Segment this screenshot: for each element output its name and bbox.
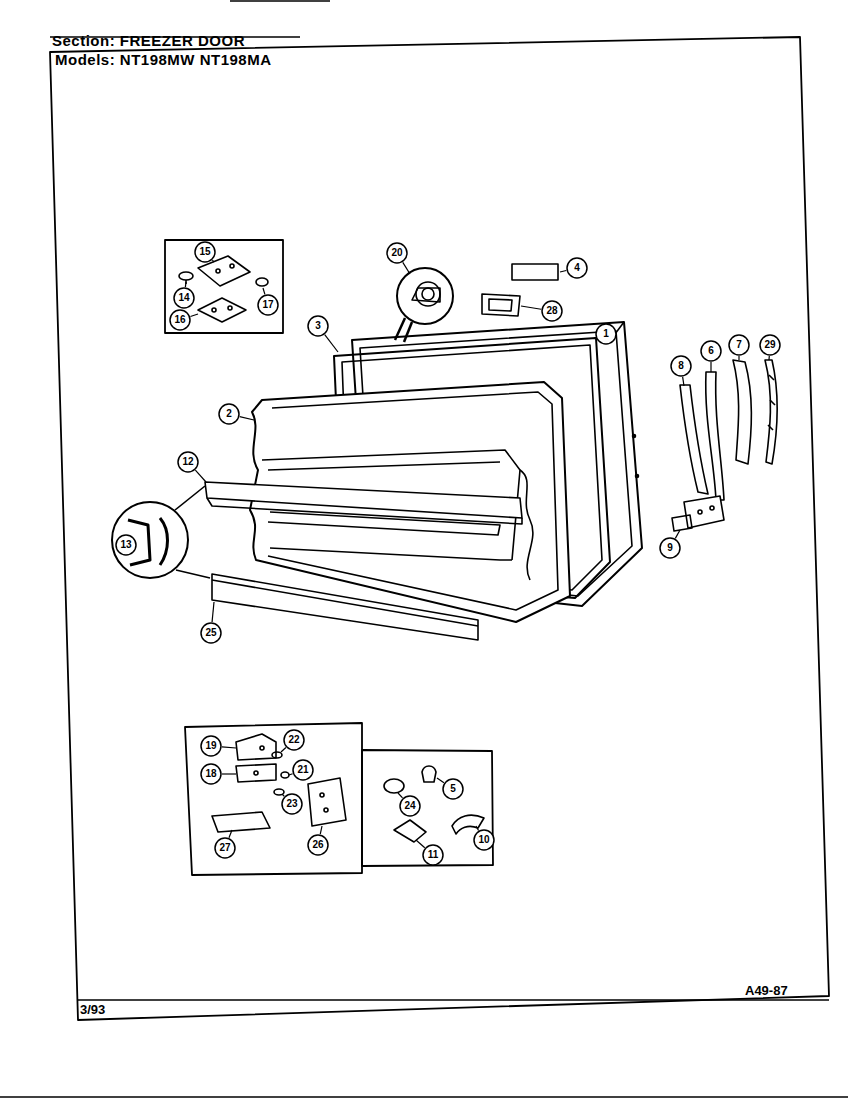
knob-detail <box>395 268 453 342</box>
leader-line <box>212 602 214 622</box>
leader-line <box>222 747 236 748</box>
lower-rail <box>212 574 478 640</box>
leader-line <box>195 470 206 482</box>
callout-number: 5 <box>440 782 466 796</box>
leader-line <box>229 830 232 838</box>
callout-number: 17 <box>255 298 281 312</box>
callout-number: 14 <box>171 291 197 305</box>
leader-line <box>521 306 541 309</box>
drawing-code: A49-87 <box>745 983 788 999</box>
callout-number: 6 <box>698 344 724 358</box>
callout-number: 23 <box>279 797 305 811</box>
callout-number: 29 <box>757 338 783 352</box>
leader-line <box>416 840 425 848</box>
leader-line <box>403 262 410 274</box>
callout-number: 7 <box>726 338 752 352</box>
leader-line <box>289 774 293 775</box>
callout-number: 20 <box>384 246 410 260</box>
callout-number: 12 <box>175 455 201 469</box>
callout-number: 24 <box>397 799 423 813</box>
leader-line <box>768 356 769 360</box>
leader-line <box>281 747 286 752</box>
callout-number: 15 <box>192 245 218 259</box>
frame <box>50 37 829 1020</box>
leader-line <box>282 794 284 796</box>
page-rule <box>0 1096 848 1098</box>
leader-line <box>190 314 198 317</box>
callout-number: 11 <box>420 848 446 862</box>
leader-line <box>398 793 403 798</box>
leader-line <box>240 417 254 420</box>
callout-number: 28 <box>539 304 565 318</box>
callout-number: 3 <box>305 319 331 333</box>
leader-line <box>325 335 338 352</box>
callout-number: 26 <box>305 838 331 852</box>
leader-line <box>594 337 596 339</box>
drawing-code: 3/93 <box>80 1002 105 1018</box>
callout-number: 13 <box>113 538 139 552</box>
model-list: Models: NT198MW NT198MA <box>55 51 272 69</box>
callout-number: 1 <box>593 327 619 341</box>
leader-line <box>560 271 566 272</box>
nameplate <box>482 294 520 316</box>
frame-rule <box>78 999 829 1001</box>
leader-line <box>437 778 444 783</box>
callout-number: 10 <box>471 833 497 847</box>
leader-line <box>320 826 322 834</box>
callout-number: 27 <box>212 841 238 855</box>
leader-line <box>222 773 236 774</box>
leader-line <box>185 282 187 287</box>
nameplate <box>489 299 512 311</box>
callout-number: 25 <box>198 626 224 640</box>
hinge-inset <box>185 723 493 875</box>
label-plate <box>512 264 558 280</box>
leader-line <box>476 826 479 830</box>
callout-number: 4 <box>564 261 590 275</box>
hinge-inset <box>165 240 283 333</box>
leader-line <box>683 377 684 386</box>
callout-number: 22 <box>281 733 307 747</box>
callout-number: 19 <box>198 739 224 753</box>
section-title: Section: FREEZER DOOR <box>52 32 245 50</box>
page-rule <box>230 0 330 2</box>
leader-line <box>738 356 739 360</box>
magnified-detail <box>112 486 210 578</box>
shelf-rail <box>205 482 522 535</box>
leader-line <box>675 530 680 538</box>
leader-line <box>212 260 214 262</box>
callout-number: 8 <box>668 359 694 373</box>
callout-number: 2 <box>216 407 242 421</box>
callout-number: 16 <box>167 313 193 327</box>
handle-parts <box>672 360 777 531</box>
leader-line <box>263 288 265 294</box>
callout-number: 21 <box>290 763 316 777</box>
callout-number: 9 <box>657 541 683 555</box>
leader-line <box>710 362 711 372</box>
callout-number: 18 <box>198 767 224 781</box>
